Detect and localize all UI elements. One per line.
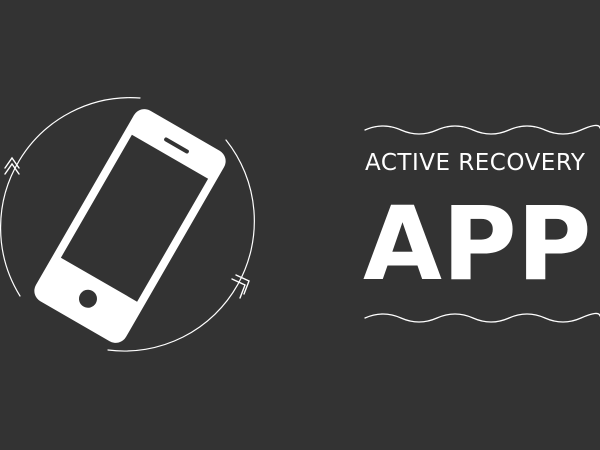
rotating-phone-icon <box>34 109 226 343</box>
arrow-down-icon <box>231 274 250 299</box>
wavy-line-top <box>364 124 600 135</box>
phone-speaker <box>164 137 189 154</box>
wavy-line-bottom <box>364 312 600 323</box>
rotation-arrows-icon <box>0 97 255 352</box>
wavy-line-icon <box>364 124 600 323</box>
rotation-arc-upper <box>0 97 141 297</box>
rotation-arc-lower <box>107 139 255 352</box>
arrow-up-icon <box>4 156 20 175</box>
subtitle: ACTIVE RECOVERY <box>365 150 586 176</box>
phone-home-button <box>79 289 97 308</box>
phone-screen <box>60 134 209 302</box>
page-title: APP <box>363 185 592 304</box>
